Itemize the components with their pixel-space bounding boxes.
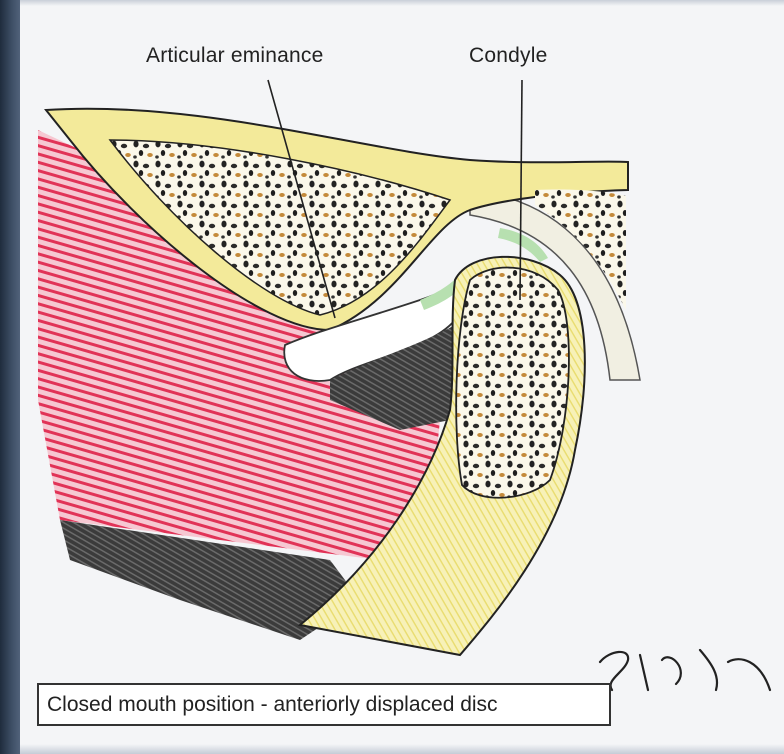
label-condyle: Condyle	[469, 44, 547, 68]
artist-signature	[600, 650, 770, 690]
caption-text: Closed mouth position - anteriorly displ…	[47, 693, 498, 717]
caption-box: Closed mouth position - anteriorly displ…	[37, 683, 611, 726]
condyle-head	[456, 268, 569, 498]
label-articular-eminence: Articular eminance	[146, 44, 324, 68]
